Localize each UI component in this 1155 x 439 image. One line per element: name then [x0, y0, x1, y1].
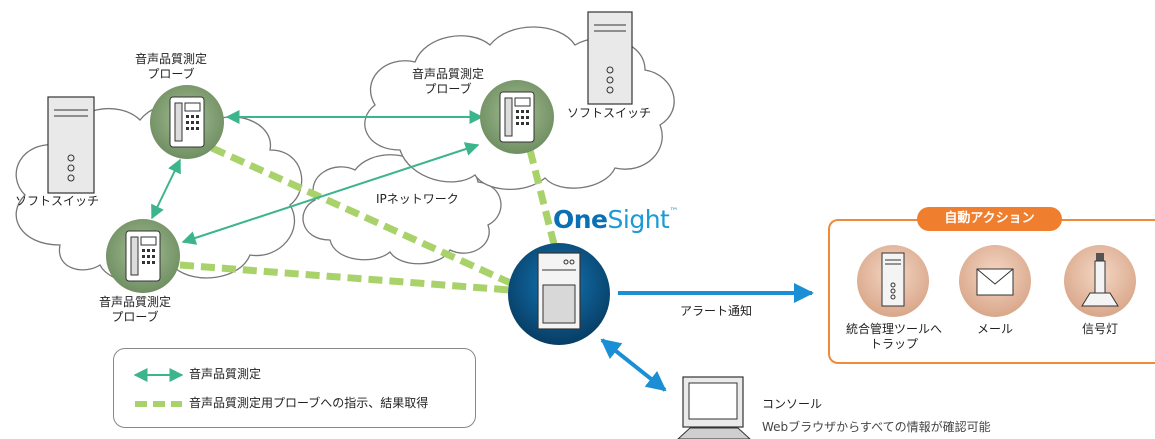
- mail-icon: [959, 245, 1031, 317]
- action-item-mail-label: メール: [976, 322, 1013, 336]
- softswitch-right-label: ソフトスイッチ: [567, 106, 652, 120]
- probe-bottom-left-label: 音声品質測定プローブ: [99, 295, 172, 324]
- softswitch-server-right-icon: [587, 11, 633, 105]
- console-pc-icon: [677, 376, 751, 439]
- signal-light-icon: [1064, 245, 1136, 317]
- probe-top-left-icon: [150, 85, 224, 159]
- legend-symbols: [133, 368, 184, 407]
- legend-item-control: 音声品質測定用プローブへの指示、結果取得: [189, 396, 429, 410]
- softswitch-left-label: ソフトスイッチ: [15, 194, 100, 208]
- softswitch-server-left-icon: [47, 96, 95, 194]
- onesight-server-icon: [508, 243, 610, 345]
- probe-right-label: 音声品質測定プローブ: [412, 67, 485, 96]
- console-description: Webブラウザからすべての情報が確認可能: [762, 420, 991, 434]
- probe-right-icon: [480, 80, 554, 154]
- alert-label: アラート通知: [680, 304, 753, 318]
- action-server-icon: [857, 245, 929, 317]
- console-title: コンソール: [762, 397, 823, 411]
- probe-bottom-left-icon: [106, 219, 180, 293]
- probe-top-left-label: 音声品質測定プローブ: [135, 52, 208, 81]
- auto-action-title: 自動アクション: [917, 207, 1062, 231]
- legend: 音声品質測定 音声品質測定用プローブへの指示、結果取得: [113, 348, 476, 428]
- legend-item-measure: 音声品質測定: [189, 367, 262, 381]
- action-item-signal-label: 信号灯: [1081, 322, 1118, 336]
- console-arrow: [600, 338, 667, 392]
- onesight-logo: OneSight™: [553, 205, 678, 234]
- measurement-arrows: [151, 110, 484, 245]
- ip-network-label: IPネットワーク: [376, 192, 459, 206]
- action-item-trap-label: 統合管理ツールへトラップ: [845, 322, 942, 351]
